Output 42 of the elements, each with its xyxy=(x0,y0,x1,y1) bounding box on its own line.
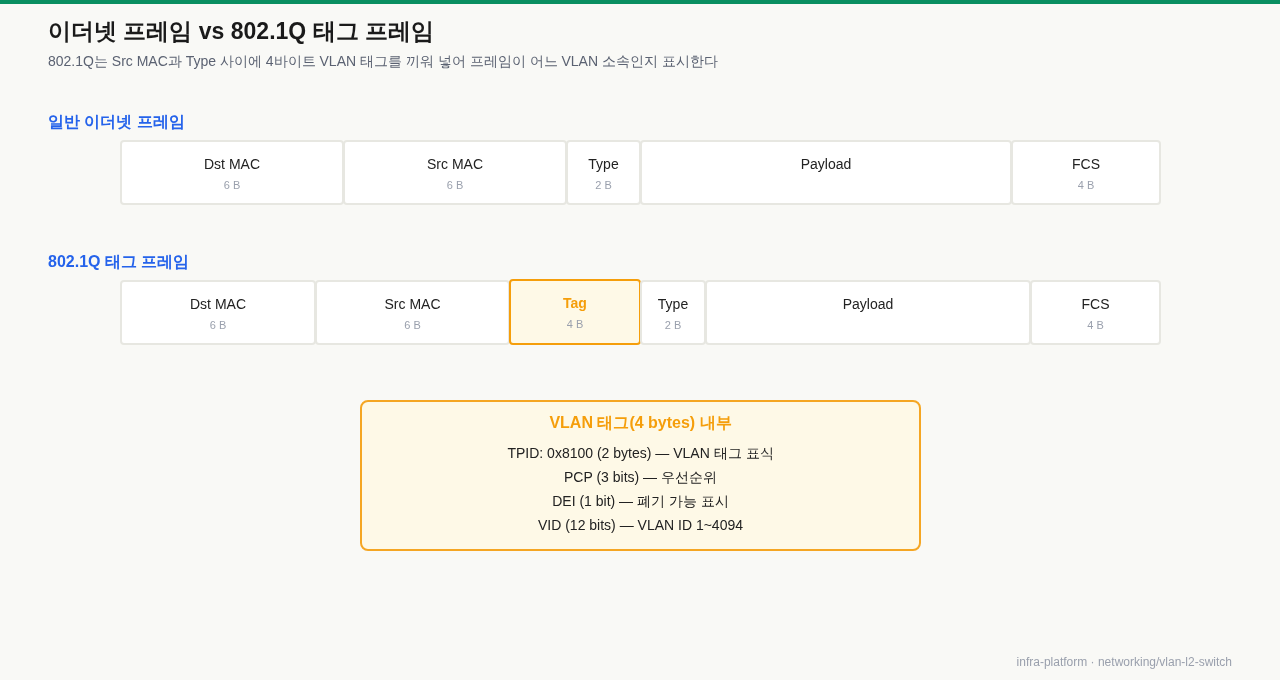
byte-size: 4 B xyxy=(1087,318,1104,332)
byte-size: 6 B xyxy=(209,318,227,332)
field-name: FCS xyxy=(1081,295,1110,313)
field-box xyxy=(120,280,316,345)
highlighted-field-box xyxy=(509,279,641,345)
field-name: Type xyxy=(588,155,619,173)
byte-size: 2 B xyxy=(664,318,682,332)
field-name: Payload xyxy=(842,295,894,313)
field-name: Type xyxy=(657,295,689,313)
byte-size: 4 B xyxy=(566,317,584,331)
field-name: FCS xyxy=(1072,155,1100,173)
info-panel xyxy=(360,400,921,551)
field-box xyxy=(705,280,1031,345)
field-box xyxy=(640,140,1012,205)
field-box xyxy=(1011,140,1161,205)
byte-size: 6 B xyxy=(223,178,241,192)
byte-size: 6 B xyxy=(404,318,421,332)
subtitle: 802.1Q는 Src MAC과 Type 사이에 4바이트 VLAN 태그를 끼워 넣어 프레임이 어느 VLAN 소속인지 표시한다 xyxy=(48,52,718,71)
field-name: Payload xyxy=(800,155,852,173)
field-name: Dst MAC xyxy=(190,295,246,313)
field-box xyxy=(566,140,641,205)
field-box xyxy=(120,140,344,205)
field-description: PCP (3 bits) — 우선순위 xyxy=(564,468,717,487)
byte-size: 6 B xyxy=(446,178,464,192)
field-name: Src MAC xyxy=(384,295,441,313)
field-description: DEI (1 bit) — 폐기 가능 표시 xyxy=(552,492,729,511)
field-description: TPID: 0x8100 (2 bytes) — VLAN 태그 표식 xyxy=(507,444,774,463)
field-box xyxy=(315,280,510,345)
footer-path: infra-platform · networking/vlan-l2-switch xyxy=(1016,654,1232,670)
field-name: Tag xyxy=(563,294,587,312)
section-heading: 일반 이더넷 프레임 xyxy=(48,112,185,132)
byte-size: 4 B xyxy=(1077,178,1095,192)
field-name: Dst MAC xyxy=(204,155,260,173)
field-description: VID (12 bits) — VLAN ID 1~4094 xyxy=(537,516,743,535)
field-box xyxy=(640,280,706,345)
panel-heading: VLAN 태그(4 bytes) 내부 xyxy=(549,413,732,433)
field-name: Src MAC xyxy=(427,155,483,173)
byte-size: 2 B xyxy=(595,178,612,192)
field-box xyxy=(1030,280,1161,345)
page-title: 이더넷 프레임 vs 802.1Q 태그 프레임 xyxy=(48,17,434,46)
section-heading: 802.1Q 태그 프레임 xyxy=(48,252,190,272)
field-box xyxy=(343,140,567,205)
